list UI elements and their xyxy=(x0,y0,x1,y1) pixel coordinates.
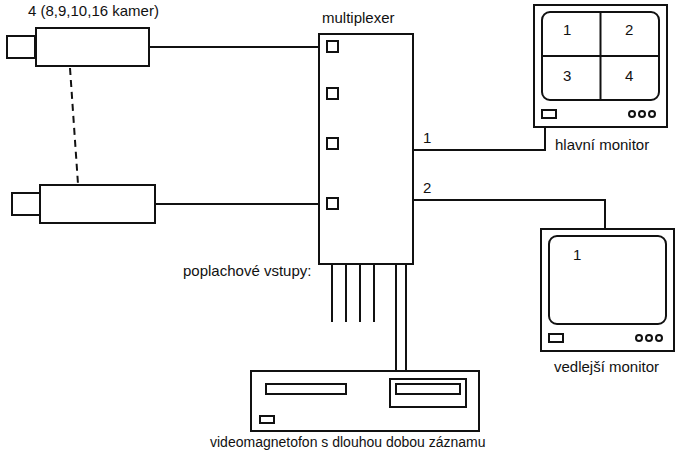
camera-lens xyxy=(7,36,35,58)
monitor-knob xyxy=(656,335,662,341)
mon1-node: 1vedlejší monitor xyxy=(540,228,675,352)
display xyxy=(396,384,460,394)
node-text: multiplexer xyxy=(322,9,395,26)
input-socket xyxy=(327,198,338,209)
mon1-frame xyxy=(540,228,675,352)
alarm-wire xyxy=(345,265,347,322)
monitor-knob xyxy=(636,335,642,341)
alarm-wire xyxy=(359,265,361,322)
alarm-wire xyxy=(373,265,375,322)
mon4-outline xyxy=(534,5,667,127)
cable xyxy=(395,265,397,370)
monitor-knob xyxy=(649,111,655,117)
input-socket xyxy=(327,41,338,52)
mux-frame xyxy=(318,33,414,265)
display-panel xyxy=(390,379,466,407)
monitor-knob xyxy=(639,111,645,117)
camera-cable xyxy=(155,203,320,205)
input-socket xyxy=(327,88,338,99)
node-text: 3 xyxy=(563,67,571,84)
node-text: 1 xyxy=(563,21,571,38)
input-socket xyxy=(327,138,338,149)
cable xyxy=(405,265,407,370)
cable xyxy=(414,128,545,150)
camera-frame xyxy=(35,27,150,67)
mux-outline xyxy=(319,34,413,264)
mux-node: multiplexer xyxy=(318,33,414,265)
monitor-knob xyxy=(646,335,652,341)
node-text: 1 xyxy=(573,246,581,263)
cable xyxy=(150,46,318,48)
vcr-button xyxy=(260,416,274,423)
mon1-outline xyxy=(541,229,674,351)
alarm-wire xyxy=(331,265,333,322)
camera-node: 4 (8,9,10,16 kamer) xyxy=(35,27,150,67)
node-text: videomagnetofon s dlouhou dobou záznamu xyxy=(210,434,486,451)
camera-body xyxy=(40,185,155,223)
mon4-frame xyxy=(533,4,668,128)
node-text: hlavní monitor xyxy=(555,136,649,153)
tape-slot xyxy=(266,384,346,394)
cable xyxy=(414,200,605,228)
screen xyxy=(549,236,666,324)
node-text: 2 xyxy=(625,21,633,38)
node-text: vedlejší monitor xyxy=(554,358,659,375)
node-text: 4 (8,9,10,16 kamer) xyxy=(28,2,159,19)
vcr-outline xyxy=(251,371,479,431)
output-number: 1 xyxy=(422,129,432,146)
vcr-node: videomagnetofon s dlouhou dobou záznamu xyxy=(250,370,480,432)
monitor-switch xyxy=(549,334,563,342)
dashed-link xyxy=(70,68,78,184)
camera-lens xyxy=(12,193,40,215)
free-label: poplachové vstupy: xyxy=(182,262,312,279)
monitor-switch xyxy=(542,110,556,118)
output-number: 2 xyxy=(422,179,432,196)
vcr-frame xyxy=(250,370,480,432)
mon4-node: 1234hlavní monitor xyxy=(533,4,668,128)
screen-divider xyxy=(542,55,659,57)
monitor-knob xyxy=(629,111,635,117)
screen xyxy=(542,12,659,100)
node-text: 4 xyxy=(625,67,633,84)
camera-outline xyxy=(36,28,149,66)
